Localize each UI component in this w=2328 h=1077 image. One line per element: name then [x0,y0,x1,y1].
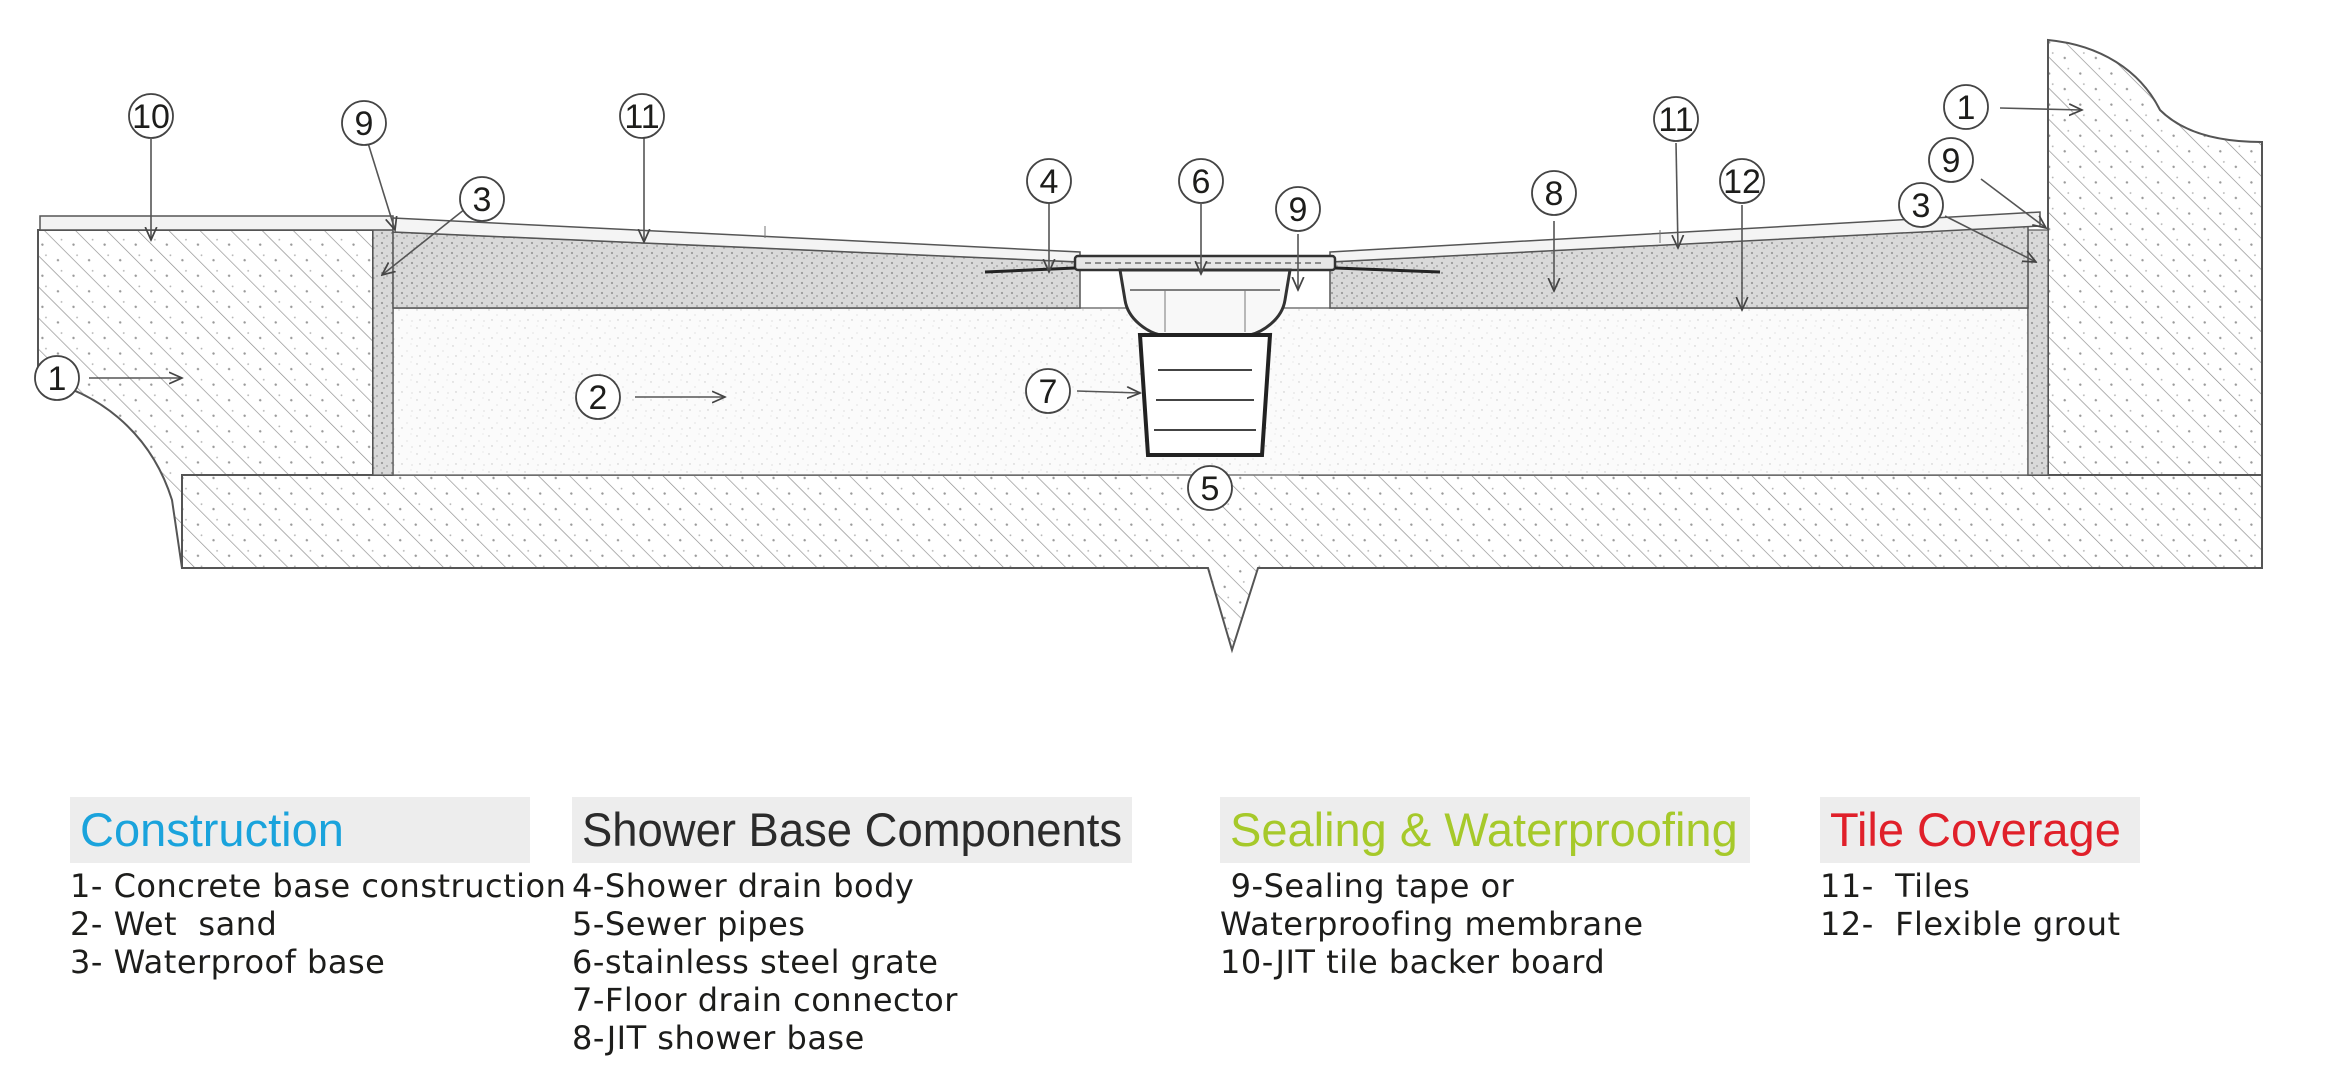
callout-circle [1928,137,1974,183]
legend-item: 9-Sealing tape or [1220,867,1515,905]
callout-number: 11 [624,98,659,136]
legend-item: 6-stainless steel grate [572,943,939,981]
leader-lines [89,108,2082,397]
legend-item: 2- Wet sand [70,905,278,943]
callout-6: 6 [1178,158,1224,204]
legend-items-sealing: 9-Sealing tape or Waterproofing membrane… [1220,867,1750,981]
concrete-base [37,38,2263,654]
callout-circle [1275,186,1321,232]
legend-item: 3- Waterproof base [70,943,386,981]
legend-sealing-waterproofing: Sealing & Waterproofing 9-Sealing tape o… [1220,797,1750,981]
callout-3: 3 [1898,182,1944,228]
callout-11: 11 [1653,96,1699,142]
callout-number: 9 [1289,191,1308,229]
legend-item: 11- Tiles [1820,867,1971,905]
callout-number: 10 [132,98,170,136]
legend-items-construction: 1- Concrete base construction 2- Wet san… [70,867,567,981]
legend-construction: Construction 1- Concrete base constructi… [70,797,567,981]
legend-item: 4-Shower drain body [572,867,915,905]
legend-heading-components: Shower Base Components [572,797,1132,863]
callout-circle [1187,465,1233,511]
legend-item: 5-Sewer pipes [572,905,806,943]
legend-items-components: 4-Shower drain body 5-Sewer pipes 6-stai… [572,867,1132,1057]
callout-circle [34,355,80,401]
callout-1: 1 [1943,84,1989,130]
legend-item: 10-JIT tile backer board [1220,943,1606,981]
callout-circle [1025,368,1071,414]
callout-10: 10 [128,93,174,139]
callout-number: 9 [355,105,374,143]
callout-circle [619,93,665,139]
callout-number: 6 [1192,163,1211,201]
callout-circle [1178,158,1224,204]
callout-9: 9 [1928,137,1974,183]
callout-number: 5 [1201,470,1220,508]
callout-circle [459,176,505,222]
callout-number: 4 [1040,163,1059,201]
callout-circle [1531,170,1577,216]
callout-circle [1898,182,1944,228]
callout-circle [128,93,174,139]
legend-item: 12- Flexible grout [1820,905,2121,943]
callout-circle [1719,158,1765,204]
legend-heading-construction: Construction [70,797,530,863]
callout-number: 3 [473,181,492,219]
legend-heading-tile: Tile Coverage [1820,797,2140,863]
legend-item: 1- Concrete base construction [70,867,567,905]
callout-number: 7 [1039,373,1058,411]
callout-circle [1943,84,1989,130]
callout-8: 8 [1531,170,1577,216]
waterproof-base-left [372,229,394,476]
legend-tile-coverage: Tile Coverage 11- Tiles 12- Flexible gro… [1820,797,2140,943]
callout-number: 2 [589,379,608,417]
shower-drain-assembly [984,254,1441,457]
legend-shower-base-components: Shower Base Components 4-Shower drain bo… [572,797,1132,1057]
legend-heading-sealing: Sealing & Waterproofing [1220,797,1750,863]
callout-9: 9 [1275,186,1321,232]
callout-5: 5 [1187,465,1233,511]
callout-number: 3 [1912,187,1931,225]
callout-circle [575,374,621,420]
legend-item: Waterproofing membrane [1220,905,1644,943]
callout-12: 12 [1719,158,1765,204]
legend-items-tile: 11- Tiles 12- Flexible grout [1820,867,2140,943]
callout-2: 2 [575,374,621,420]
callout-9: 9 [341,100,387,146]
callout-number: 8 [1545,175,1564,213]
callout-circle [1653,96,1699,142]
callout-number: 1 [48,360,67,398]
callout-1: 1 [34,355,80,401]
callout-number: 9 [1942,142,1961,180]
callout-11: 11 [619,93,665,139]
callout-4: 4 [1026,158,1072,204]
callout-7: 7 [1025,368,1071,414]
waterproof-base-right [2027,229,2049,476]
callout-number: 1 [1957,89,1976,127]
callout-3: 3 [459,176,505,222]
legend-item: 8-JIT shower base [572,1019,865,1057]
callout-circle [1026,158,1072,204]
callout-number: 11 [1658,101,1693,139]
callout-number: 12 [1723,163,1761,201]
legend-item: 7-Floor drain connector [572,981,958,1019]
callout-circle [341,100,387,146]
